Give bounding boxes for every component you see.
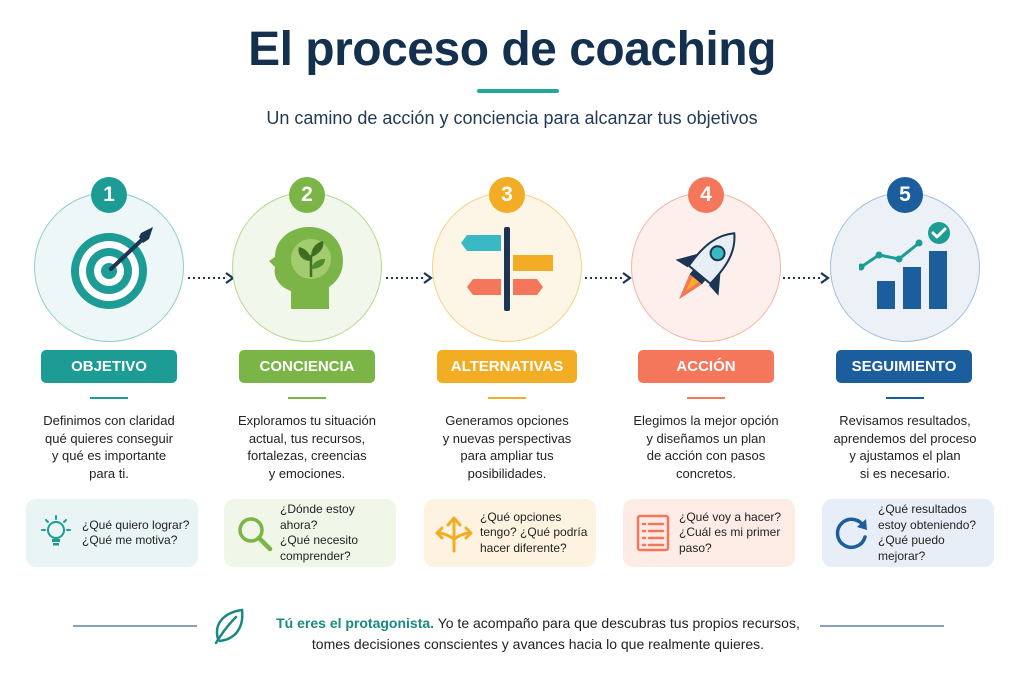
title-underline (477, 89, 559, 93)
rocket-icon (675, 232, 736, 300)
signpost-icon (461, 227, 553, 311)
question-box: ¿Qué resultados estoy obteniendo? ¿Qué p… (822, 499, 994, 567)
step-underline (288, 397, 326, 399)
step-underline (687, 397, 725, 399)
step-underline (886, 397, 924, 399)
step-number: 2 (289, 177, 325, 213)
head-plant-icon (269, 227, 343, 309)
target-icon (71, 227, 153, 309)
lightbulb-icon (41, 515, 71, 546)
question-text: ¿Qué quiero lograr? ¿Qué me motiva? (82, 517, 190, 548)
page-subtitle: Un camino de acción y conciencia para al… (266, 108, 758, 128)
step-label: SEGUIMIENTO (836, 350, 972, 383)
footer-bold: Tú eres el protagonista. (276, 615, 435, 631)
refresh-icon (835, 517, 867, 550)
question-text: ¿Qué voy a hacer? ¿Cuál es mi primer pas… (679, 509, 782, 555)
leaf-icon (214, 608, 244, 645)
step-description: Definimos con claridad qué quieres conse… (43, 413, 175, 481)
dotted-arrow (188, 272, 235, 284)
step-label: ALTERNATIVAS (437, 350, 577, 383)
growth-chart-icon (859, 222, 950, 309)
footer-divider-left (73, 625, 197, 627)
footer-body: Yo te acompaño para que descubras tus pr… (311, 615, 800, 652)
footer-text: Tú eres el protagonista. Yo te acompaño … (258, 613, 818, 655)
page-title: El proceso de coaching (248, 23, 776, 76)
step-label: CONCIENCIA (239, 350, 375, 383)
step-description: Revisamos resultados, aprendemos del pro… (833, 413, 977, 481)
question-text: ¿Dónde estoy ahora? ¿Qué necesito compre… (280, 502, 359, 563)
dotted-arrow (585, 272, 632, 284)
dotted-arrow (783, 272, 830, 284)
question-text: ¿Qué opciones tengo? ¿Qué podría hacer d… (480, 509, 588, 555)
step-description: Exploramos tu situación actual, tus recu… (237, 413, 376, 481)
step-label: ACCIÓN (638, 350, 774, 383)
step-number: 1 (91, 177, 127, 213)
split-arrows-icon (435, 516, 473, 553)
step-description: Generamos opciones y nuevas perspectivas… (442, 413, 572, 481)
question-box: ¿Qué voy a hacer? ¿Cuál es mi primer pas… (623, 499, 795, 567)
step-number: 5 (887, 177, 923, 213)
question-text: ¿Qué resultados estoy obteniendo? ¿Qué p… (878, 502, 977, 563)
step-number: 4 (688, 177, 724, 213)
question-box: ¿Dónde estoy ahora? ¿Qué necesito compre… (224, 499, 396, 567)
question-box: ¿Qué opciones tengo? ¿Qué podría hacer d… (424, 499, 596, 567)
step-label: OBJETIVO (41, 350, 177, 383)
step-number: 3 (489, 177, 525, 213)
step-description: Elegimos la mejor opción y diseñamos un … (633, 413, 779, 481)
step-underline (90, 397, 128, 399)
step-underline (488, 397, 526, 399)
checklist-icon (636, 514, 670, 552)
question-box: ¿Qué quiero lograr? ¿Qué me motiva? (26, 499, 198, 567)
magnifier-icon (238, 517, 273, 552)
dotted-arrow (386, 272, 433, 284)
footer-divider-right (820, 625, 944, 627)
